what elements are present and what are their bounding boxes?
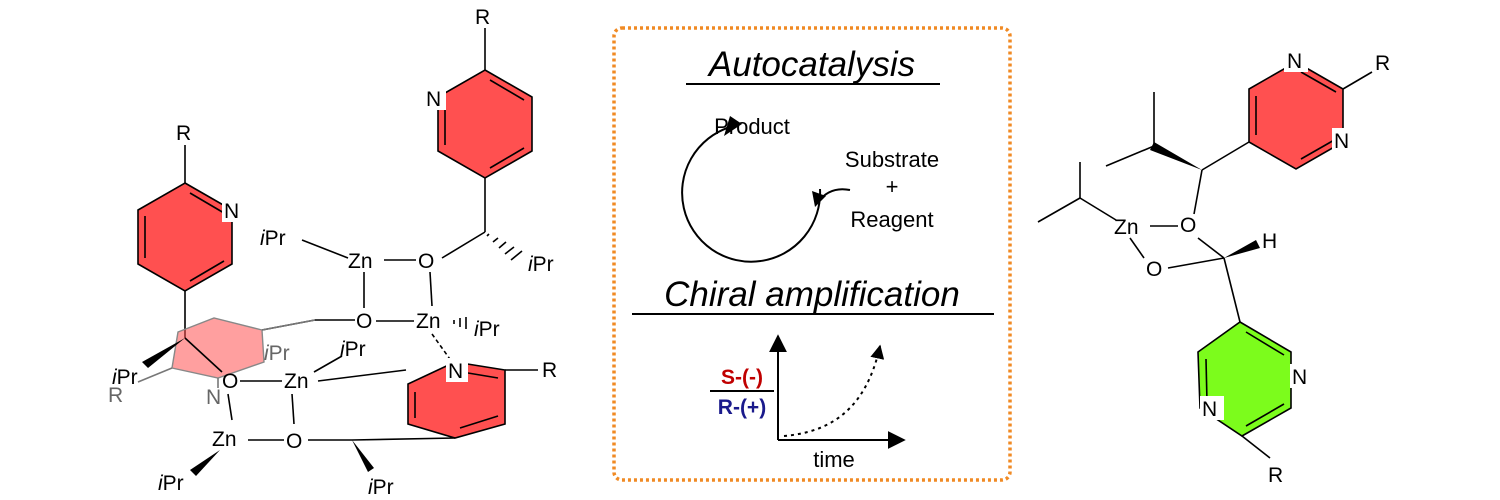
- isopropyl-label: iPr: [368, 476, 394, 499]
- oxygen-atom-label: O: [222, 370, 238, 393]
- oxygen-atom-label: O: [286, 430, 302, 453]
- pyridine-ring-top-right: [437, 69, 533, 179]
- left-zinc-complex: R N iPr iPr Zn O O Zn iPr: [108, 6, 557, 499]
- oxygen-atom-label: O: [1146, 258, 1162, 281]
- isopropyl-label: iPr: [474, 318, 500, 341]
- isopropyl-label: iPr: [264, 342, 290, 365]
- cycle-arrowhead-right: [812, 191, 826, 207]
- pyridine-ring-faded: [137, 317, 316, 388]
- r-substituent-label: R: [475, 6, 490, 29]
- zinc-atom-label: Zn: [284, 370, 309, 393]
- pyrimidine-ring-top: [1248, 61, 1344, 170]
- isopropyl-label: iPr: [260, 227, 286, 250]
- pyridine-nitrogen-label: N: [206, 386, 221, 409]
- pyridine-ring-top-left: [137, 182, 233, 292]
- pyrimidine-nitrogen-label: N: [1334, 130, 1349, 153]
- isopropyl-label: iPr: [340, 338, 366, 361]
- isopropyl-label: iPr: [112, 366, 138, 389]
- r-substituent-label: R: [176, 122, 191, 145]
- chiral-amplification-title: Chiral amplification: [664, 275, 960, 314]
- pyrimidine-nitrogen-label: N: [1287, 50, 1302, 73]
- cycle-arrowhead-top: [724, 116, 742, 136]
- hashed-wedge-bond: [453, 317, 467, 329]
- r-substituent-label: R: [542, 359, 557, 382]
- isopropyl-label: iPr: [528, 253, 554, 276]
- oxygen-atom-label: O: [356, 310, 372, 333]
- r-enantiomer-label: R-(+): [718, 396, 766, 419]
- zinc-atom-label: Zn: [212, 428, 237, 451]
- r-substituent-label: R: [1375, 52, 1390, 75]
- r-substituent-label: R: [108, 384, 123, 407]
- pyridine-nitrogen-label: N: [448, 360, 463, 383]
- product-label: Product: [714, 114, 790, 139]
- oxygen-atom-label: O: [418, 250, 434, 273]
- zinc-atom-label: Zn: [1114, 216, 1139, 239]
- hydrogen-atom-label: H: [1262, 230, 1277, 253]
- pyridine-nitrogen-label: N: [224, 200, 239, 223]
- zinc-atom-label: Zn: [416, 310, 441, 333]
- amplification-curve: [783, 344, 885, 437]
- pyrimidine-nitrogen-label: N: [1292, 366, 1307, 389]
- autocatalysis-title: Autocatalysis: [707, 45, 915, 84]
- s-enantiomer-label: S-(-): [721, 366, 763, 389]
- substrate-label: Substrate: [845, 147, 939, 172]
- oxygen-atom-label: O: [1180, 214, 1196, 237]
- pyridine-nitrogen-label: N: [426, 88, 441, 111]
- zinc-atom-label: Zn: [348, 250, 373, 273]
- catalytic-cycle-arrow: [681, 126, 822, 263]
- hashed-wedge-bond: [486, 233, 523, 261]
- center-panel: Autocatalysis Product Substrate + Reagen…: [612, 26, 1012, 482]
- right-zinc-complex: N N R Zn O O H N N: [1037, 48, 1390, 487]
- time-axis-label: time: [813, 447, 855, 472]
- r-substituent-label: R: [1268, 464, 1283, 487]
- reagent-label: Reagent: [850, 207, 933, 232]
- pyrimidine-nitrogen-label: N: [1202, 398, 1217, 421]
- plus-label: +: [886, 174, 899, 199]
- isopropyl-label: iPr: [158, 472, 184, 495]
- panel-frame: [612, 26, 1012, 482]
